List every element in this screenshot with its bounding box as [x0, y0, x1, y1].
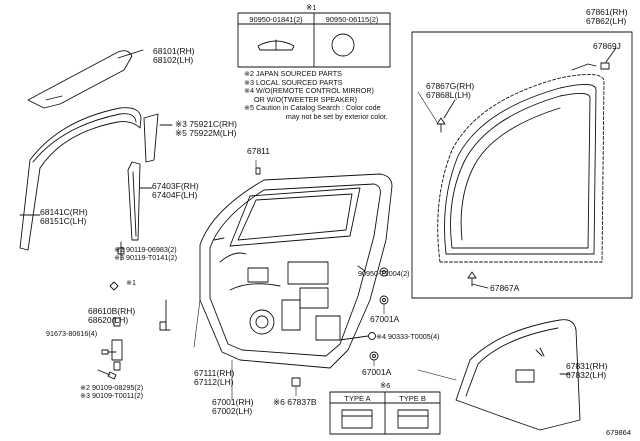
part-label-90950-t1004: 90950-T1004(2)	[358, 269, 410, 278]
part-label-67111: 67111(RH)67112(LH)	[194, 368, 235, 387]
part-label-67403f: 67403F(RH)67404F(LH)	[152, 181, 199, 200]
part-label-75921c: ※3 75921C(RH)※5 75922M(LH)	[175, 119, 237, 138]
part-label-67811: 67811	[247, 146, 271, 156]
part-label-68610b: 68610B(RH)68620(LH)	[88, 306, 136, 325]
part-label-90119: ※2 90119-06983(2)※3 90119-T0141(2)	[114, 245, 178, 262]
notes-block: ※2 JAPAN SOURCED PARTS※3 LOCAL SOURCED P…	[244, 69, 388, 121]
bottom-type-table	[329, 391, 441, 435]
part-label-67837b: ※6 67837B	[273, 397, 317, 407]
part-label-68141c: 68141C(RH)68151C(LH)	[40, 207, 88, 226]
bottom-table-type-a: TYPE A	[344, 394, 371, 403]
diagram-id: 679864	[606, 428, 632, 437]
top-table-cell-2: 90950-06115(2)	[325, 15, 379, 24]
door-trim-panel-shape	[455, 319, 581, 431]
top-table-mark: ※1	[306, 3, 317, 12]
bottom-table-mark: ※6	[380, 381, 391, 390]
door-frame-shape	[199, 167, 393, 369]
note-mark-1: ※1	[126, 278, 137, 287]
part-label-67001a-lower: 67001A	[362, 367, 392, 377]
part-label-67869j: 67869J	[593, 41, 621, 51]
weatherstrip-box	[411, 31, 633, 299]
part-label-67001: 67001(RH)67002(LH)	[212, 397, 254, 416]
part-label-67867a: 67867A	[490, 283, 520, 293]
top-table-cell-1: 90950-01841(2)	[249, 15, 303, 24]
part-label-67861: 67861(RH)67862(LH)	[586, 7, 628, 26]
part-label-67867g: 67867G(RH)67868L(LH)	[426, 81, 475, 100]
part-label-90109: ※2 90109-08295(2)※3 90109-T0011(2)	[80, 383, 144, 400]
run-channel-shape	[19, 107, 142, 251]
rear-run-channel-shape	[127, 161, 153, 241]
garnish-strip-shape	[143, 113, 173, 163]
part-label-91673: 91673-80616(4)	[46, 329, 98, 338]
bottom-table-type-b: TYPE B	[399, 394, 426, 403]
top-parts-table	[237, 12, 391, 68]
leader-lines	[193, 91, 457, 401]
screw-set-shape	[97, 241, 125, 380]
part-label-90333: ※4 90333-T0005(4)	[376, 332, 440, 341]
part-label-68101: 68101(RH)68102(LH)	[153, 46, 195, 65]
door-glass-shape	[27, 49, 144, 109]
part-label-67831: 67831(RH)67832(LH)	[566, 361, 608, 380]
part-label-67001a-upper: 67001A	[370, 314, 400, 324]
